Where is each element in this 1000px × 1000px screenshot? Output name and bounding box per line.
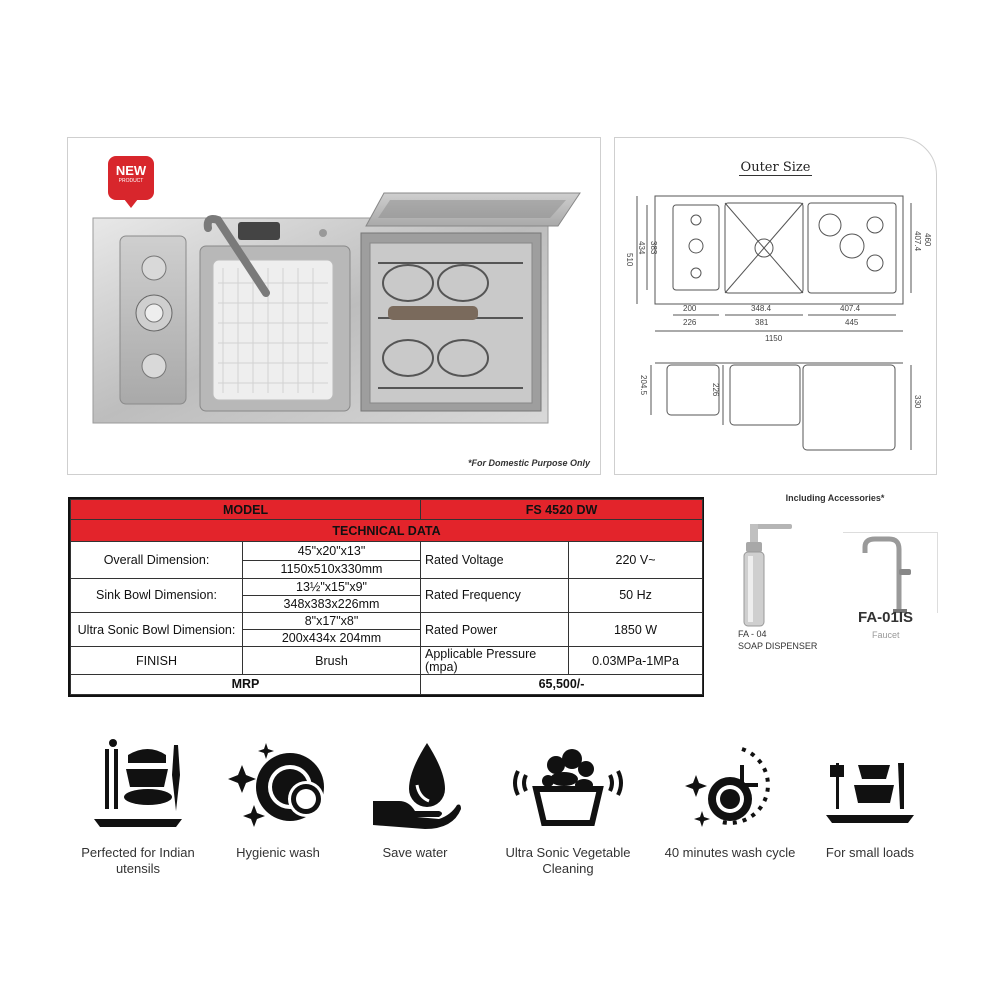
overall-dimension-mm: 1150x510x330mm [241,559,422,579]
svg-text:445: 445 [845,318,859,327]
feature-hygienic-wash: Hygienic wash [203,735,353,861]
ultrasonic-bowl-dimension-mm: 200x434x 204mm [241,629,422,648]
technical-data-table: MODEL FS 4520 DW TECHNICAL DATA Overall … [68,497,704,697]
faucet-image [862,536,911,613]
clock-plates-icon [685,747,770,827]
rated-voltage-value: 220 V~ [568,541,704,579]
sink-bowl-dimension-mm: 348x383x226mm [241,594,422,614]
sparkling-plates-icon [228,743,324,827]
feature-label: Hygienic wash [236,845,320,860]
feature-save-water: Save water [340,735,490,861]
rated-power-label: Rated Power [420,612,570,648]
outer-size-title: Outer Size [738,160,813,176]
svg-text:407.4: 407.4 [913,231,922,252]
model-label: MODEL [69,498,422,521]
soap-dispenser-name: SOAP DISPENSER [738,641,818,651]
product-photo-panel: NEW PRODUCT [67,137,601,475]
mrp-label: MRP [69,673,422,696]
sink-bowl-dimension-label: Sink Bowl Dimension: [70,577,243,614]
mrp-value: 65,500/- [420,673,704,696]
svg-text:407.4: 407.4 [840,304,861,313]
soap-dispenser-code: FA - 04 [738,629,767,639]
feature-small-loads: For small loads [795,735,945,861]
ultrasonic-bowl-dimension-inches: 8"x17"x8" [241,612,422,631]
svg-text:348.4: 348.4 [751,304,772,313]
applicable-pressure-label: Applicable Pressure (mpa) [420,646,570,675]
vegetable-bowl-icon [513,749,623,826]
rated-power-value: 1850 W [568,612,704,648]
outer-size-panel: Outer Size 200 226 [614,137,937,475]
rated-frequency-label: Rated Frequency [420,577,570,614]
svg-text:226: 226 [711,383,720,397]
small-dishes-icon [826,763,914,823]
svg-text:510: 510 [625,253,634,267]
svg-text:204.5: 204.5 [639,375,648,396]
sink-product-image [92,192,581,424]
feature-label: Perfected for Indian utensils [81,845,195,876]
new-product-badge: NEW PRODUCT [108,156,154,208]
faucet-name: Faucet [872,630,900,640]
svg-text:200: 200 [683,304,697,313]
technical-data-header: TECHNICAL DATA [69,519,704,543]
svg-text:226: 226 [683,318,697,327]
feature-label: 40 minutes wash cycle [664,845,796,860]
outer-size-drawing: 200 226 348.4 381 407.4 445 1150 510 434… [625,195,932,451]
utensils-icon [94,739,182,827]
svg-text:330: 330 [913,395,922,409]
svg-text:460: 460 [923,233,932,247]
finish-value: Brush [241,646,422,675]
accessories-title: Including Accessories* [785,493,885,503]
overall-dimension-inches: 45"x20"x13" [241,541,422,561]
ultrasonic-bowl-dimension-label: Ultra Sonic Bowl Dimension: [70,612,243,648]
soap-dispenser-image [743,524,792,627]
water-drop-hand-icon [373,743,461,829]
svg-text:434: 434 [637,241,646,255]
rated-voltage-label: Rated Voltage [420,541,570,579]
faucet-code: FA-01IS [858,609,914,626]
svg-text:381: 381 [755,318,769,327]
svg-text:1150: 1150 [765,334,783,343]
rated-frequency-value: 50 Hz [568,577,704,614]
finish-label: FINISH [70,646,243,675]
overall-dimension-label: Overall Dimension: [70,541,243,579]
svg-text:383: 383 [649,241,658,255]
feature-label: Save water [382,845,448,860]
domestic-use-footnote: *For Domestic Purpose Only [467,458,590,468]
model-value: FS 4520 DW [420,498,704,521]
feature-indian-utensils: Perfected for Indian utensils [63,735,213,877]
sink-bowl-dimension-inches: 13½"x15"x9" [241,577,422,596]
feature-wash-cycle: 40 minutes wash cycle [655,735,805,861]
feature-label: For small loads [825,845,915,860]
feature-ultrasonic-cleaning: Ultra Sonic Vegetable Cleaning [493,735,643,877]
feature-label: Ultra Sonic Vegetable Cleaning [505,845,631,876]
applicable-pressure-value: 0.03MPa-1MPa [568,646,704,675]
faucet-frame [843,532,938,613]
